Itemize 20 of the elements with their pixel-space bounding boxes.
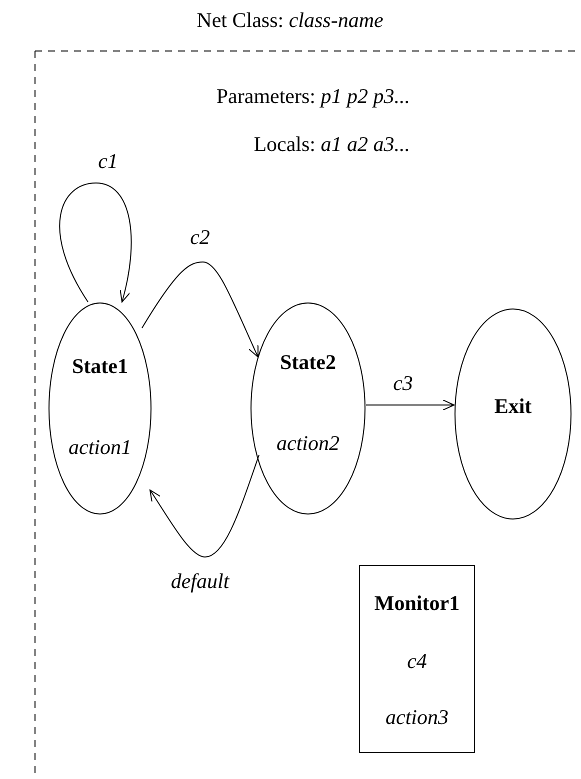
node-condition: c4 — [406, 649, 428, 674]
node-name: Exit — [493, 394, 533, 419]
transition-arrow — [59, 182, 132, 302]
transition-arrow — [366, 400, 454, 410]
node-name: State1 — [71, 354, 129, 379]
diagram-title: Net Class: class-name — [196, 8, 384, 33]
parameter-declaration: Locals: a1 a2 a3... — [254, 132, 410, 157]
node-action: action3 — [384, 705, 450, 730]
transition-arrow — [142, 262, 259, 358]
state-ellipse — [250, 302, 366, 515]
monitor-box — [359, 565, 475, 753]
edge-label: default — [170, 570, 230, 594]
node-action: action1 — [68, 435, 132, 460]
state-ellipse — [454, 308, 572, 520]
node-action: action2 — [276, 431, 340, 456]
parameter-declaration: Parameters: p1 p2 p3... — [216, 84, 410, 109]
transition-arrow — [150, 454, 260, 558]
node-name: Monitor1 — [373, 591, 461, 616]
node-name: State2 — [279, 350, 337, 375]
state-ellipse — [48, 302, 152, 515]
